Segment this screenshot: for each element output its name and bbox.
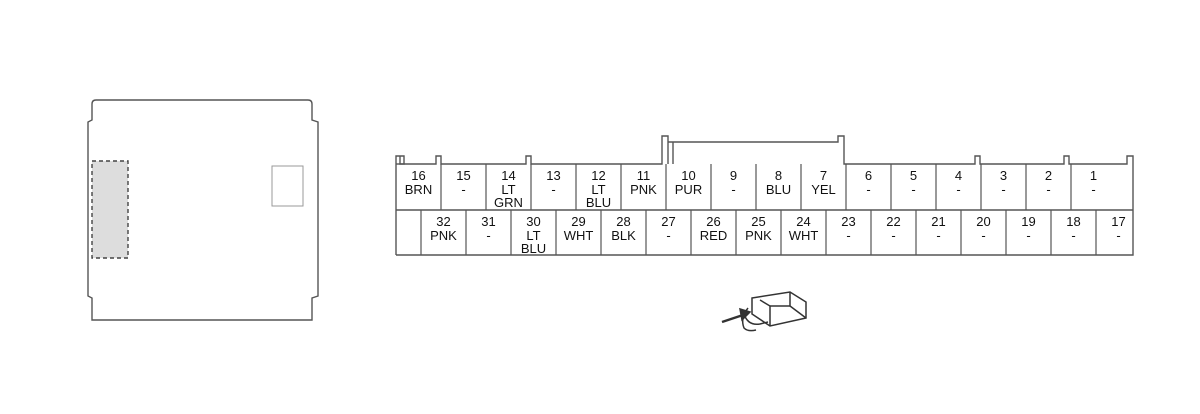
pin-number: 12 (591, 168, 605, 183)
pin-number: 32 (436, 214, 450, 229)
pin-labels: 16BRN15-14LTGRN13-12LTBLU11PNK10PUR9-8BL… (405, 168, 1126, 256)
wire-color: BRN (405, 182, 432, 197)
pin-number: 21 (931, 214, 945, 229)
wire-color: - (936, 228, 940, 243)
wire-color: PUR (675, 182, 702, 197)
pin-number: 31 (481, 214, 495, 229)
pin-number: 25 (751, 214, 765, 229)
wire-color: RED (700, 228, 727, 243)
pin-number: 18 (1066, 214, 1080, 229)
pin-number: 2 (1045, 168, 1052, 183)
pin-number: 7 (820, 168, 827, 183)
wire-color: - (1091, 182, 1095, 197)
pin-number: 4 (955, 168, 962, 183)
pin-number: 8 (775, 168, 782, 183)
pin-number: 29 (571, 214, 585, 229)
wire-color: - (1001, 182, 1005, 197)
wire-color: - (731, 182, 735, 197)
wire-color: BLU (586, 195, 611, 210)
unit-outline-icon (87, 99, 319, 321)
connector-face-icon (395, 135, 1134, 256)
wire-color: - (551, 182, 555, 197)
wire-color: GRN (494, 195, 523, 210)
wire-color: LT (526, 228, 540, 243)
wire-color: WHT (789, 228, 819, 243)
pin-number: 24 (796, 214, 810, 229)
pin-number: 20 (976, 214, 990, 229)
wire-color: PNK (430, 228, 457, 243)
wire-color: - (1116, 228, 1120, 243)
wire-color: - (461, 182, 465, 197)
wire-color: BLU (521, 241, 546, 256)
wire-color: - (666, 228, 670, 243)
pin-number: 30 (526, 214, 540, 229)
wire-color: - (956, 182, 960, 197)
pin-number: 6 (865, 168, 872, 183)
wire-color: LT (591, 182, 605, 197)
pin-number: 13 (546, 168, 560, 183)
pin-number: 23 (841, 214, 855, 229)
wire-color: - (1026, 228, 1030, 243)
wire-color: BLK (611, 228, 636, 243)
wire-color: PNK (630, 182, 657, 197)
pin-number: 16 (411, 168, 425, 183)
connector-location-highlight (91, 160, 129, 259)
side-slot (271, 165, 304, 207)
pin-number: 15 (456, 168, 470, 183)
wire-color: - (891, 228, 895, 243)
pin-number: 1 (1090, 168, 1097, 183)
pin-number: 22 (886, 214, 900, 229)
wire-color: - (911, 182, 915, 197)
pin-number: 11 (637, 168, 651, 183)
pin-number: 9 (730, 168, 737, 183)
wire-color: PNK (745, 228, 772, 243)
wire-color: - (846, 228, 850, 243)
pin-number: 14 (501, 168, 515, 183)
pin-number: 10 (681, 168, 695, 183)
pin-number: 5 (910, 168, 917, 183)
pin-number: 27 (661, 214, 675, 229)
wire-color: YEL (811, 182, 836, 197)
wire-color: BLU (766, 182, 791, 197)
wire-color: - (1046, 182, 1050, 197)
wire-color: WHT (564, 228, 594, 243)
pin-number: 19 (1021, 214, 1035, 229)
pin-number: 3 (1000, 168, 1007, 183)
pin-number: 26 (706, 214, 720, 229)
wire-color: - (981, 228, 985, 243)
wire-color: LT (501, 182, 515, 197)
wire-color: - (1071, 228, 1075, 243)
pin-number: 28 (616, 214, 630, 229)
pin-number: 17 (1111, 214, 1125, 229)
terminal-view-hand-icon (721, 291, 807, 332)
cell-dividers (420, 164, 1097, 255)
wire-color: - (866, 182, 870, 197)
wire-color: - (486, 228, 490, 243)
